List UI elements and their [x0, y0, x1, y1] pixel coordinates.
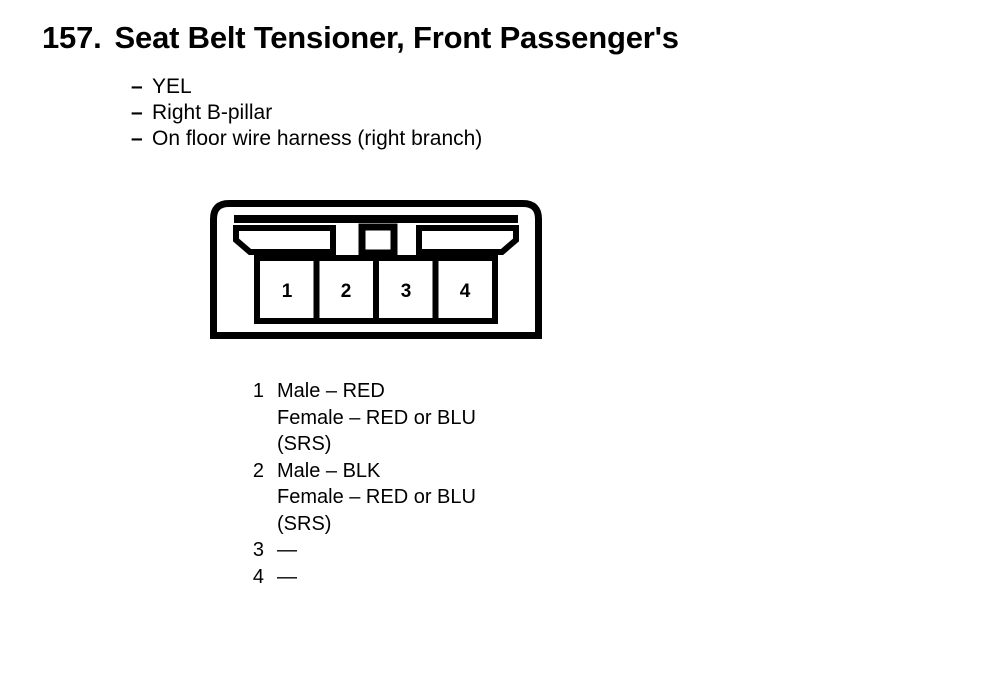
attribute-label: Right B-pillar — [152, 101, 273, 124]
center-lock-square — [358, 223, 398, 257]
pin-legend-row-2: 2 Male – BLK Female – RED or BLU (SRS) — [244, 458, 476, 538]
pin-legend-line: — — [277, 539, 297, 561]
page-title-number: 157. — [42, 20, 102, 55]
pin-legend-number: 2 — [252, 459, 264, 482]
attribute-item-wire-color: –YEL — [131, 74, 482, 100]
page-title-text: Seat Belt Tensioner, Front Passenger's — [114, 20, 679, 55]
right-keyway-slot — [416, 225, 519, 255]
bullet-dash-icon: – — [131, 75, 143, 98]
pin-legend-body: Male – RED Female – RED or BLU (SRS) — [277, 378, 476, 458]
pin-legend-row-1: 1 Male – RED Female – RED or BLU (SRS) — [244, 378, 476, 458]
pin-legend-body: — — [277, 564, 297, 591]
left-keyway-slot — [233, 225, 336, 255]
pin-legend-line: Male – RED — [277, 380, 385, 402]
attribute-item-location: –Right B-pillar — [131, 100, 482, 126]
pin-legend-body: Male – BLK Female – RED or BLU (SRS) — [277, 458, 476, 538]
connector-svg: 1 2 3 4 — [210, 200, 542, 339]
pin-legend-line: Female – RED or BLU — [277, 486, 476, 508]
cavity-number-2: 2 — [341, 281, 352, 302]
pin-legend-number: 1 — [252, 380, 264, 402]
pin-legend-line: — — [277, 565, 297, 588]
connector-diagram: 1 2 3 4 — [210, 200, 542, 342]
cavity-number-4: 4 — [460, 281, 471, 302]
attribute-label: YEL — [152, 75, 192, 98]
pin-legend-line: (SRS) — [277, 512, 332, 535]
attribute-list: –YEL –Right B-pillar –On floor wire harn… — [131, 74, 482, 152]
attribute-label: On floor wire harness (right branch) — [152, 127, 483, 150]
connector-outer-shell — [210, 200, 542, 339]
pin-legend-line: (SRS) — [277, 433, 332, 455]
cavity-number-1: 1 — [282, 281, 293, 302]
pin-legend-number: 3 — [252, 539, 264, 561]
pin-legend-row-4: 4 — — [244, 564, 476, 591]
page-title: 157. Seat Belt Tensioner, Front Passenger… — [42, 19, 679, 57]
attribute-item-harness: –On floor wire harness (right branch) — [131, 126, 482, 152]
pin-legend: 1 Male – RED Female – RED or BLU (SRS) 2… — [244, 378, 476, 590]
pin-legend-line: Female – RED or BLU — [277, 406, 476, 429]
cavity-number-3: 3 — [401, 281, 412, 302]
pin-legend-row-3: 3 — — [244, 537, 476, 564]
bullet-dash-icon: – — [131, 101, 143, 124]
pin-legend-body: — — [277, 537, 297, 564]
pin-legend-line: Male – BLK — [277, 459, 381, 482]
pin-legend-number: 4 — [252, 565, 264, 588]
bullet-dash-icon: – — [131, 127, 143, 150]
connector-top-rail — [234, 215, 518, 223]
